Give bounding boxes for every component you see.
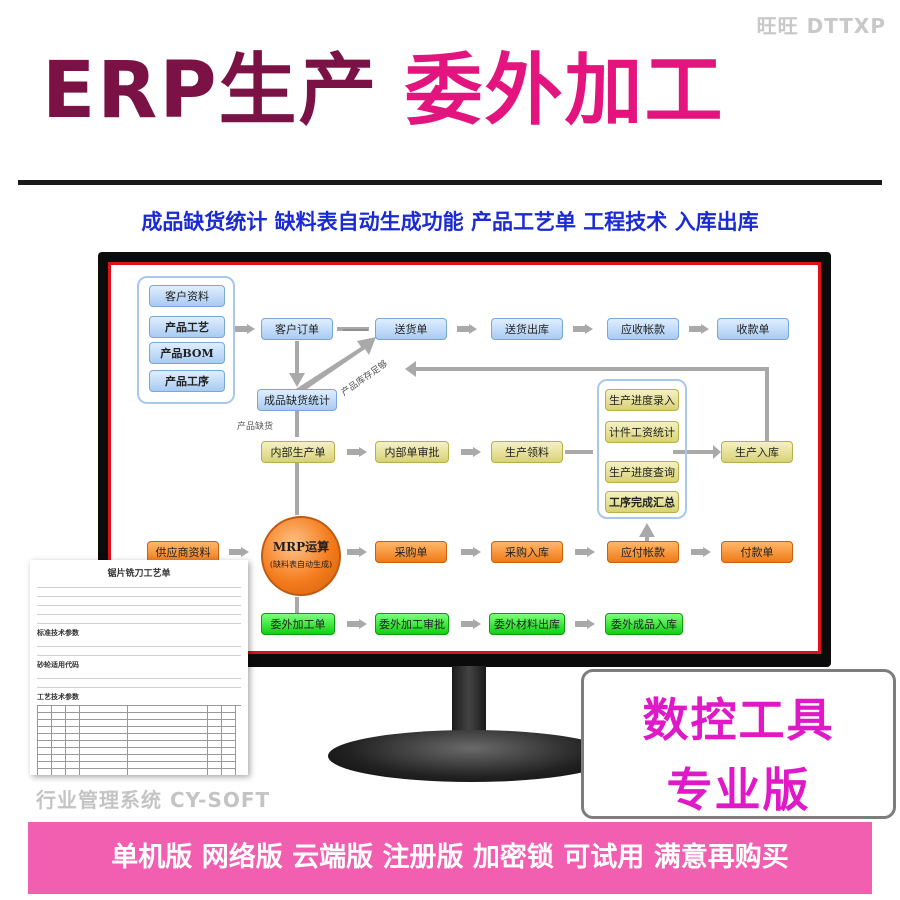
- arrow-right-icon: [347, 447, 367, 457]
- note-shortage: 产品缺货: [237, 422, 274, 432]
- node-internal-approval[interactable]: 内部单审批: [375, 441, 449, 463]
- node-receivables[interactable]: 应收帐款: [607, 318, 679, 340]
- node-internal-order[interactable]: 内部生产单: [261, 441, 335, 463]
- document-section-standard: 标准技术参数: [37, 629, 79, 637]
- title-divider: [18, 180, 882, 185]
- node-supplier-info[interactable]: 供应商资料: [147, 541, 219, 563]
- node-outsource-approval[interactable]: 委外加工审批: [375, 613, 449, 635]
- node-purchase-inbound[interactable]: 采购入库: [491, 541, 563, 563]
- node-piecework-wage[interactable]: 计件工资统计: [605, 421, 679, 443]
- badge-line2: 专业版: [666, 763, 811, 817]
- arrow-right-icon: [235, 324, 255, 334]
- progress-group: [597, 379, 687, 519]
- document-row: [37, 648, 241, 656]
- badge-line1: 数控工具: [642, 693, 835, 747]
- document-row: [37, 598, 241, 606]
- node-customer-info[interactable]: 客户资料: [149, 285, 225, 307]
- document-row: [37, 671, 241, 679]
- node-customer-order[interactable]: 客户订单: [261, 318, 333, 340]
- mrp-calculation-node[interactable]: MRP运算 (缺料表自动生成): [261, 516, 341, 596]
- document-row: [37, 580, 241, 588]
- editions-banner: 单机版 网络版 云端版 注册版 加密锁 可试用 满意再购买: [28, 822, 872, 894]
- document-section-process: 工艺技术参数: [37, 693, 79, 701]
- arrow-right-icon: [461, 619, 481, 629]
- document-row: [37, 639, 241, 647]
- arrow-right-icon: [457, 324, 477, 334]
- arrow-right-icon: [575, 547, 595, 557]
- arrow-right-icon: [461, 547, 481, 557]
- node-production-inbound[interactable]: 生产入库: [721, 441, 793, 463]
- node-production-picking[interactable]: 生产领料: [491, 441, 563, 463]
- monitor-screen: 客户资料 产品工艺 产品BOM 产品工序 客户订单 送货单 送货出库 应收帐款 …: [108, 262, 821, 654]
- arrow-right-icon: [229, 547, 249, 557]
- node-process-summary[interactable]: 工序完成汇总: [605, 491, 679, 513]
- document-row: [37, 589, 241, 597]
- node-product-bom[interactable]: 产品BOM: [149, 342, 225, 364]
- monitor-stand-base: [328, 730, 614, 782]
- title-part1: ERP生产: [42, 46, 379, 136]
- arrow-right-icon: [461, 447, 481, 457]
- node-product-steps[interactable]: 产品工序: [149, 370, 225, 392]
- page-title: ERP生产委外加工: [42, 52, 725, 130]
- node-payables[interactable]: 应付帐款: [607, 541, 679, 563]
- node-progress-query[interactable]: 生产进度查询: [605, 461, 679, 483]
- title-part2: 委外加工: [404, 46, 725, 136]
- process-sheet-document: 锯片铣刀工艺单 标准技术参数 砂轮适用代码 工艺技术参数: [30, 560, 248, 775]
- arrow-right-icon: [575, 619, 595, 629]
- node-delivery-note[interactable]: 送货单: [375, 318, 447, 340]
- edition-badge: 数控工具 专业版: [581, 669, 896, 819]
- customer-info-group: [137, 276, 235, 404]
- node-outsource-material-out[interactable]: 委外材料出库: [489, 613, 565, 635]
- node-payment[interactable]: 付款单: [721, 541, 793, 563]
- document-title: 锯片铣刀工艺单: [107, 569, 171, 579]
- document-row: [37, 680, 241, 688]
- mrp-title: MRP运算: [272, 540, 330, 554]
- arrow-right-icon: [347, 619, 367, 629]
- document-row: [37, 607, 241, 615]
- mrp-subtitle: (缺料表自动生成): [269, 560, 333, 569]
- node-product-process[interactable]: 产品工艺: [149, 316, 225, 338]
- watermark-top: 旺旺 DTTXP: [756, 14, 886, 38]
- document-row: [37, 616, 241, 624]
- arrow-right-icon: [689, 324, 709, 334]
- node-purchase-order[interactable]: 采购单: [375, 541, 447, 563]
- document-process-table: [37, 705, 241, 775]
- arrow-to-progress-icon: [565, 445, 721, 459]
- node-delivery-outbound[interactable]: 送货出库: [491, 318, 563, 340]
- feature-list: 成品缺货统计 缺料表自动生成功能 产品工艺单 工程技术 入库出库: [141, 210, 759, 234]
- node-outsource-order[interactable]: 委外加工单: [261, 613, 335, 635]
- node-shortage-stats[interactable]: 成品缺货统计: [257, 389, 337, 411]
- arrow-right-icon: [347, 547, 367, 557]
- watermark-bottom: 行业管理系统 CY-SOFT: [36, 788, 271, 812]
- arrow-right-icon: [573, 324, 593, 334]
- node-progress-entry[interactable]: 生产进度录入: [605, 389, 679, 411]
- document-section-wheel: 砂轮适用代码: [37, 661, 79, 669]
- arrow-right-icon: [691, 547, 711, 557]
- node-receipt[interactable]: 收款单: [717, 318, 789, 340]
- node-outsource-product-in[interactable]: 委外成品入库: [605, 613, 683, 635]
